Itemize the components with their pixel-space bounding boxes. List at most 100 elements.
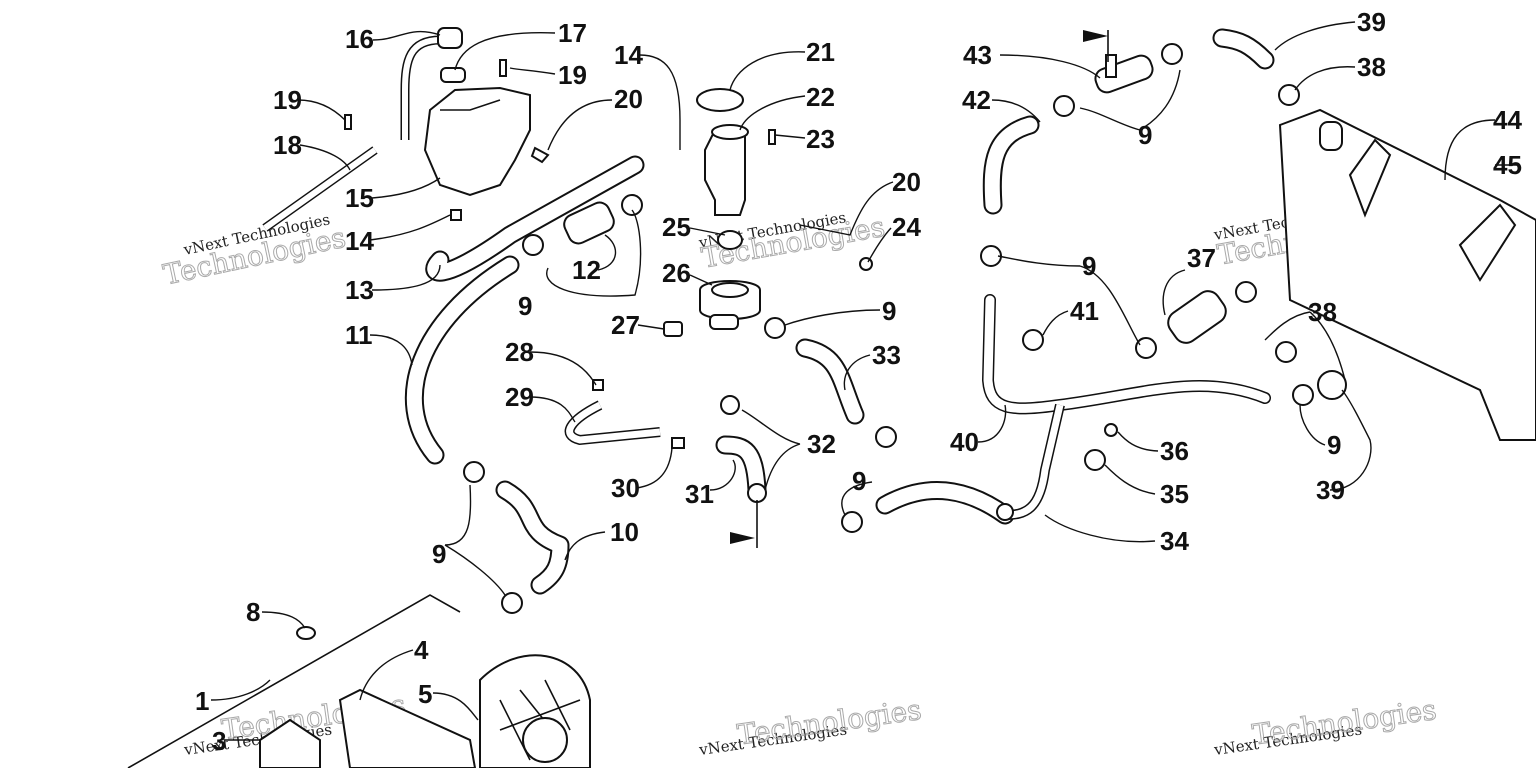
leader-lines (210, 21, 1520, 741)
clamp (1135, 337, 1157, 359)
callout-label: 28 (505, 337, 534, 367)
watermark-outline: Technologies (735, 693, 923, 751)
callout-label: 37 (1187, 243, 1216, 273)
screw (499, 59, 507, 77)
callout-label: 9 (1327, 430, 1341, 460)
grommet (296, 626, 316, 640)
fitting (530, 146, 550, 164)
clamp (1161, 43, 1183, 65)
callout-label: 39 (1357, 7, 1386, 37)
clamp (841, 511, 863, 533)
callout-label: 24 (892, 212, 921, 242)
parts (127, 27, 1536, 768)
callout-label: 32 (807, 429, 836, 459)
callout-label: 21 (806, 37, 835, 67)
callout-label: 38 (1357, 52, 1386, 82)
callout-label: 36 (1160, 436, 1189, 466)
callout-label: 10 (610, 517, 639, 547)
clamp (1278, 84, 1300, 106)
callout-label: 31 (685, 479, 714, 509)
connector (450, 209, 462, 221)
clamp (720, 395, 740, 415)
callout-label: 19 (558, 60, 587, 90)
thermostat-housing (704, 129, 746, 216)
clamp (522, 234, 544, 256)
callout-label: 3 (212, 726, 226, 756)
flow-arrows (730, 30, 1109, 548)
fan-shroud (338, 688, 477, 768)
callout-label: 39 (1316, 475, 1345, 505)
push-rivet (1104, 423, 1118, 437)
clamp (621, 194, 643, 216)
flow-arrow-icon (730, 532, 755, 544)
callout-label: 43 (963, 40, 992, 70)
callout-label: 44 (1493, 105, 1522, 135)
clamp (1022, 329, 1044, 351)
screw (344, 114, 352, 130)
callout-label: 23 (806, 124, 835, 154)
callout-label: 34 (1160, 526, 1189, 556)
clamp (1235, 281, 1257, 303)
callout-label: 12 (572, 255, 601, 285)
callout-label: 9 (432, 539, 446, 569)
clamps (463, 43, 1347, 614)
callout-label: 26 (662, 258, 691, 288)
hoses (262, 28, 1275, 595)
clip (592, 379, 604, 391)
radiator-cap (696, 88, 744, 112)
callout-label: 9 (1138, 120, 1152, 150)
watermark-outline: Technologies (1250, 693, 1438, 751)
hardware (344, 59, 1118, 449)
callout-label: 9 (852, 466, 866, 496)
callout-label: 41 (1070, 296, 1099, 326)
callout-label: 15 (345, 183, 374, 213)
clamp (996, 503, 1014, 521)
callout-label: 17 (558, 18, 587, 48)
callout-label: 14 (345, 226, 374, 256)
clamp (875, 426, 897, 448)
callout-label: 42 (962, 85, 991, 115)
callout-label: 22 (806, 82, 835, 112)
callout-label: 25 (662, 212, 691, 242)
callout-label: 20 (614, 84, 643, 114)
clamp (747, 483, 767, 503)
callout-label: 5 (418, 679, 432, 709)
callout-label: 30 (611, 473, 640, 503)
clamp (463, 461, 485, 483)
clamp (764, 317, 786, 339)
callout-label: 40 (950, 427, 979, 457)
callout-label: 35 (1160, 479, 1189, 509)
callout-label: 9 (518, 291, 532, 321)
clamp (1275, 341, 1297, 363)
callout-label: 9 (1082, 251, 1096, 281)
hose-fitting (437, 27, 463, 49)
tee-fitting (1094, 54, 1154, 94)
callout-label: 16 (345, 24, 374, 54)
clamp (980, 245, 1002, 267)
flow-arrow-icon (1083, 30, 1108, 42)
callout-label: 45 (1493, 150, 1522, 180)
clamp (1292, 384, 1314, 406)
callout-label: 11 (345, 320, 373, 350)
screw (768, 129, 776, 145)
callout-label: 9 (882, 296, 896, 326)
callout-label: 14 (614, 40, 643, 70)
callout-label: 29 (505, 382, 534, 412)
radiator-outline (127, 594, 461, 768)
frame-bracket (1278, 108, 1536, 441)
clamp (1317, 370, 1347, 400)
callout-label: 19 (273, 85, 302, 115)
sensor (663, 321, 683, 337)
clip (671, 437, 685, 449)
clamp (1053, 95, 1075, 117)
callout-label: 18 (273, 130, 302, 160)
hose-37 (1167, 290, 1227, 344)
callout-label: 27 (611, 310, 640, 340)
radiator-tank (259, 718, 321, 768)
callout-label: 38 (1308, 297, 1337, 327)
clamp (1084, 449, 1106, 471)
callouts: 16 17 19 19 20 14 21 22 23 20 24 18 15 1… (195, 7, 1522, 756)
callout-label: 20 (892, 167, 921, 197)
hose-12 (563, 201, 615, 245)
